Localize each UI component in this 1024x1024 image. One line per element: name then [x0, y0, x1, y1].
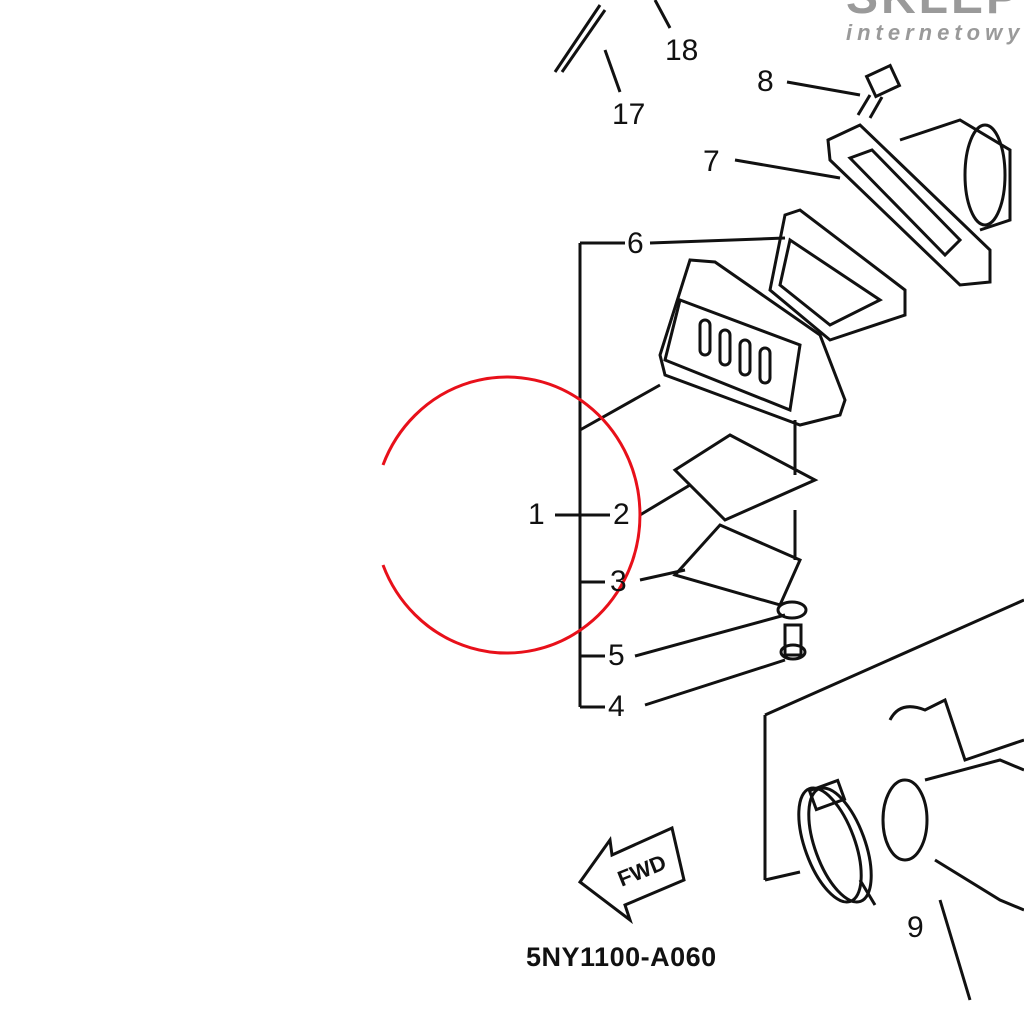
- part-1-reed-valve: [658, 258, 847, 427]
- highlight-circle: [381, 375, 642, 655]
- part-17-pin: [553, 4, 607, 73]
- part-label-1: 1: [528, 498, 545, 531]
- carburetor: [881, 697, 1024, 1001]
- part-3-stopper: [672, 510, 802, 607]
- fwd-arrow: [577, 825, 686, 925]
- part-label-17: 17: [612, 98, 646, 131]
- part-label-3: 3: [610, 565, 627, 598]
- part-5-washer: [776, 600, 808, 620]
- part-7-intake-manifold: [826, 118, 1012, 287]
- part-2-reed-petal: [672, 420, 819, 522]
- part-6-spacer: [768, 208, 907, 342]
- watermark-logo: SKLEP: [846, 0, 1021, 25]
- leader-lines: [555, 0, 1024, 906]
- part-label-2: 2: [613, 498, 630, 531]
- part-4-screw: [779, 623, 807, 661]
- part-label-6: 6: [627, 227, 644, 260]
- part-9-clamp: [797, 778, 873, 904]
- part-label-8: 8: [757, 65, 774, 98]
- part-label-7: 7: [703, 145, 720, 178]
- part-label-18: 18: [665, 34, 699, 67]
- watermark-subtitle: internetowy: [846, 20, 1024, 45]
- part-label-5: 5: [608, 639, 625, 672]
- part-label-4: 4: [608, 690, 625, 723]
- part-label-9: 9: [907, 911, 924, 944]
- diagram-code: 5NY1100-A060: [526, 942, 717, 972]
- part-8-bolt: [856, 63, 902, 119]
